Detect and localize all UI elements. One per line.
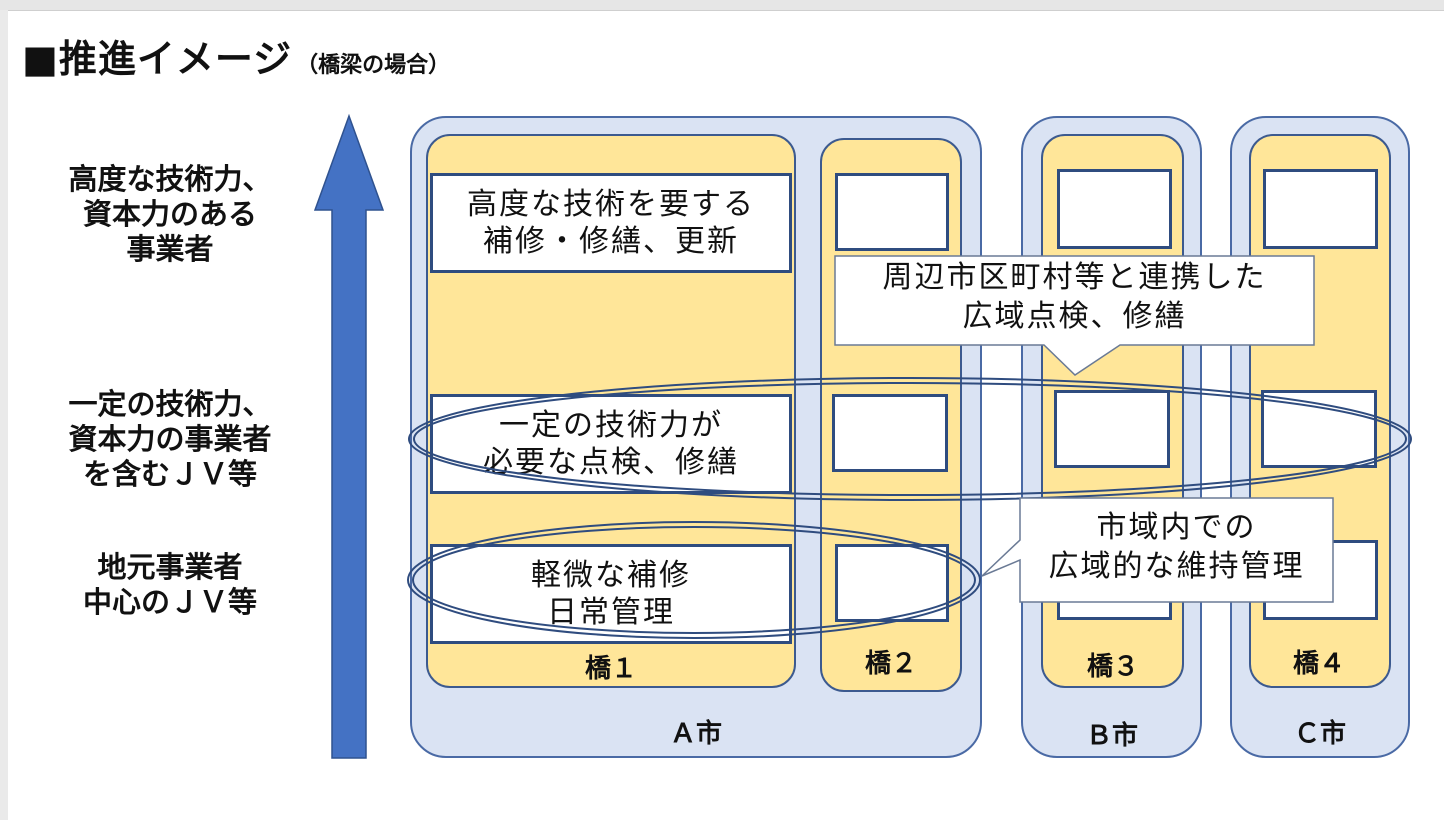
task-advanced-line-1: 高度な技術を要する bbox=[467, 186, 755, 222]
tier-middle: 一定の技術力、 資本力の事業者 を含むＪＶ等 bbox=[30, 387, 310, 491]
bridge-2-box-middle bbox=[832, 394, 948, 472]
tier-middle-line-3: を含むＪＶ等 bbox=[82, 456, 257, 491]
tier-local-line-2: 中心のＪＶ等 bbox=[82, 584, 257, 619]
city-c-label: Ｃ市 bbox=[1293, 719, 1346, 749]
window-left-edge bbox=[0, 10, 8, 820]
bridge-4-box-top bbox=[1263, 169, 1378, 249]
bridge-4-box-middle bbox=[1261, 390, 1377, 468]
tier-middle-line-2: 資本力の事業者 bbox=[68, 421, 272, 456]
regional-callout-line-2: 広域点検、修繕 bbox=[962, 299, 1187, 334]
tier-high-line-1: 高度な技術力、 bbox=[68, 162, 272, 196]
bridge-3-label: 橋３ bbox=[1086, 652, 1139, 682]
city-b-label: Ｂ市 bbox=[1085, 721, 1138, 751]
task-advanced-line-2: 補修・修繕、更新 bbox=[483, 224, 739, 259]
window-top-bar bbox=[0, 0, 1444, 11]
city-callout-text: 市域内での 広域的な維持管理 bbox=[1020, 508, 1333, 586]
bridge-4-label: 橋４ bbox=[1292, 649, 1345, 679]
tier-high-line-2: 資本力のある bbox=[82, 196, 257, 231]
tier-local-line-1: 地元事業者 bbox=[97, 550, 243, 584]
bridge-1-label: 橋１ bbox=[584, 654, 637, 684]
task-advanced-repair: 高度な技術を要する 補修・修繕、更新 bbox=[430, 173, 792, 273]
tier-high-line-3: 事業者 bbox=[126, 231, 214, 266]
bridge-2-label: 橋２ bbox=[864, 649, 917, 679]
tier-high: 高度な技術力、 資本力のある 事業者 bbox=[30, 162, 310, 266]
regional-callout-shape bbox=[834, 255, 1315, 376]
tier-local: 地元事業者 中心のＪＶ等 bbox=[30, 550, 310, 620]
bridge-3-box-top bbox=[1057, 169, 1172, 249]
city-scope-ellipse-inner bbox=[412, 526, 976, 634]
regional-callout-text: 周辺市区町村等と連携した 広域点検、修繕 bbox=[835, 258, 1314, 336]
city-callout-shape bbox=[981, 497, 1334, 603]
city-callout-line-1: 市域内での bbox=[1096, 510, 1257, 545]
city-scope-ellipse-outer bbox=[407, 521, 981, 639]
city-a-label: Ａ市 bbox=[669, 719, 722, 749]
title-main: ■推進イメージ bbox=[22, 37, 293, 81]
tier-middle-line-1: 一定の技術力、 bbox=[68, 387, 272, 421]
bridge-3-box-middle bbox=[1054, 390, 1170, 468]
title-sub: （橋梁の場合） bbox=[296, 53, 451, 78]
regional-scope-ellipse-outer bbox=[408, 377, 1412, 501]
task-minor-maintenance: 軽微な補修 日常管理 bbox=[430, 544, 792, 644]
task-minor-line-1: 軽微な補修 bbox=[531, 557, 691, 593]
task-certain-inspection: 一定の技術力が 必要な点検、修繕 bbox=[430, 394, 792, 494]
regional-callout-line-1: 周辺市区町村等と連携した bbox=[882, 260, 1267, 295]
city-callout-line-2: 広域的な維持管理 bbox=[1048, 549, 1305, 584]
bridge-2-box-top bbox=[835, 173, 949, 251]
task-minor-line-2: 日常管理 bbox=[547, 595, 675, 630]
page-title: ■推進イメージ（橋梁の場合） bbox=[22, 28, 450, 83]
task-certain-line-1: 一定の技術力が bbox=[499, 407, 723, 443]
regional-scope-ellipse-inner bbox=[413, 382, 1407, 496]
